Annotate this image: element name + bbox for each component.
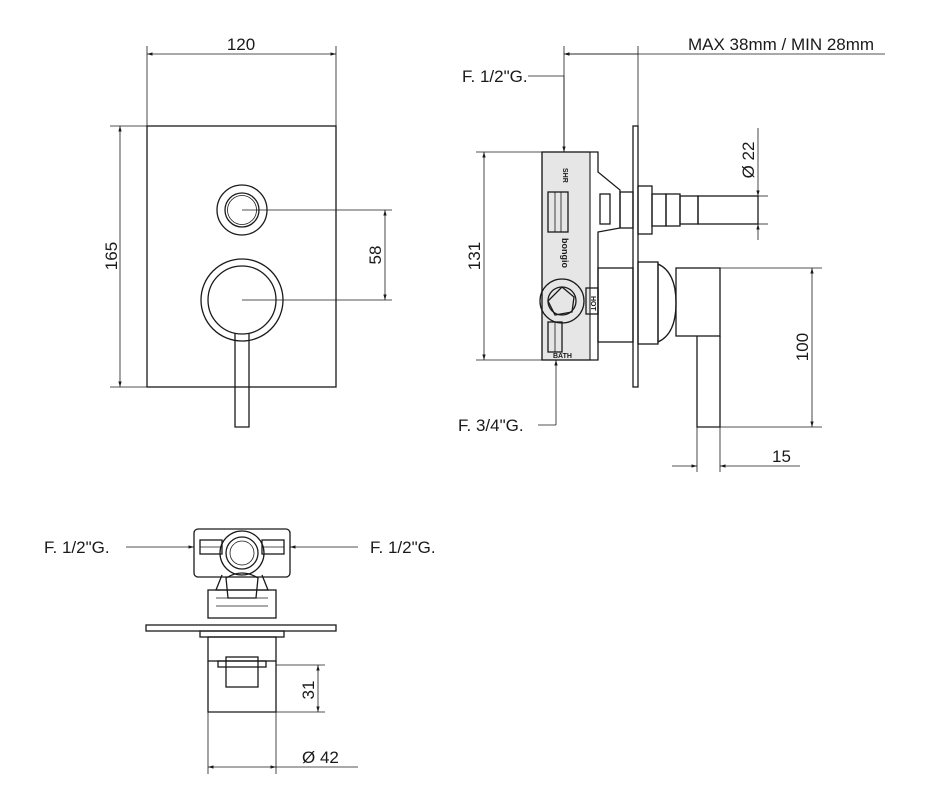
bottom-cover-plate: [145, 624, 337, 632]
inlet-left-label: F. 1/2"G.: [44, 538, 110, 557]
inlet-right-callout: F. 1/2"G.: [290, 538, 436, 557]
marking-brand: bongio: [560, 238, 570, 268]
dim-knob-diameter: Ø 42: [207, 712, 358, 774]
dim-knob-diameter-label: Ø 42: [302, 748, 339, 767]
dim-lever-length-label: 100: [793, 333, 812, 361]
inlet-top-callout: F. 1/2"G.: [462, 67, 566, 152]
front-view: 120 165 58: [102, 35, 392, 428]
diverter-spindle: [619, 185, 759, 235]
dim-lever-width: 15: [672, 427, 800, 472]
dim-outlet-diameter: Ø 22: [739, 128, 768, 240]
side-cover-plate: [632, 125, 639, 388]
dim-knob-offset: 58: [242, 209, 392, 301]
dim-knob-height-label: 31: [299, 681, 318, 700]
marking-bath: BATH: [553, 353, 572, 360]
inlet-bottom-callout: F. 3/4"G.: [458, 360, 558, 435]
marking-hot: HOT: [589, 296, 596, 312]
bottom-view: F. 1/2"G. F. 1/2"G. 31 Ø 42: [44, 528, 436, 774]
side-view: SHR bongio HOT BATH MAX 3: [458, 35, 885, 472]
dim-body-height-label: 131: [465, 242, 484, 270]
dim-depth-label: MAX 38mm / MIN 28mm: [688, 35, 874, 54]
inlet-top-label: F. 1/2"G.: [462, 67, 528, 86]
inlet-bottom-label: F. 3/4"G.: [458, 416, 524, 435]
dim-lever-width-label: 15: [772, 447, 791, 466]
dim-body-height: 131: [465, 151, 542, 361]
marking-shr: SHR: [561, 168, 568, 183]
dim-width: 120: [146, 35, 337, 126]
dim-outlet-diameter-label: Ø 22: [739, 142, 758, 179]
inlet-left-callout: F. 1/2"G.: [44, 538, 194, 557]
inlet-right-label: F. 1/2"G.: [370, 538, 436, 557]
cover-plate: [146, 125, 337, 388]
lever-side: [597, 261, 721, 428]
dim-height: 165: [102, 125, 147, 388]
valve-body: SHR bongio HOT BATH: [539, 151, 621, 361]
dim-width-label: 120: [227, 35, 255, 54]
dim-lever-length: 100: [720, 267, 822, 428]
dim-knob-offset-label: 58: [366, 246, 385, 265]
dim-height-label: 165: [102, 242, 121, 270]
bottom-valve-body: [193, 528, 291, 578]
dim-knob-height: 31: [276, 664, 325, 713]
lever-handle: [200, 258, 284, 428]
dim-depth: MAX 38mm / MIN 28mm: [563, 35, 885, 152]
